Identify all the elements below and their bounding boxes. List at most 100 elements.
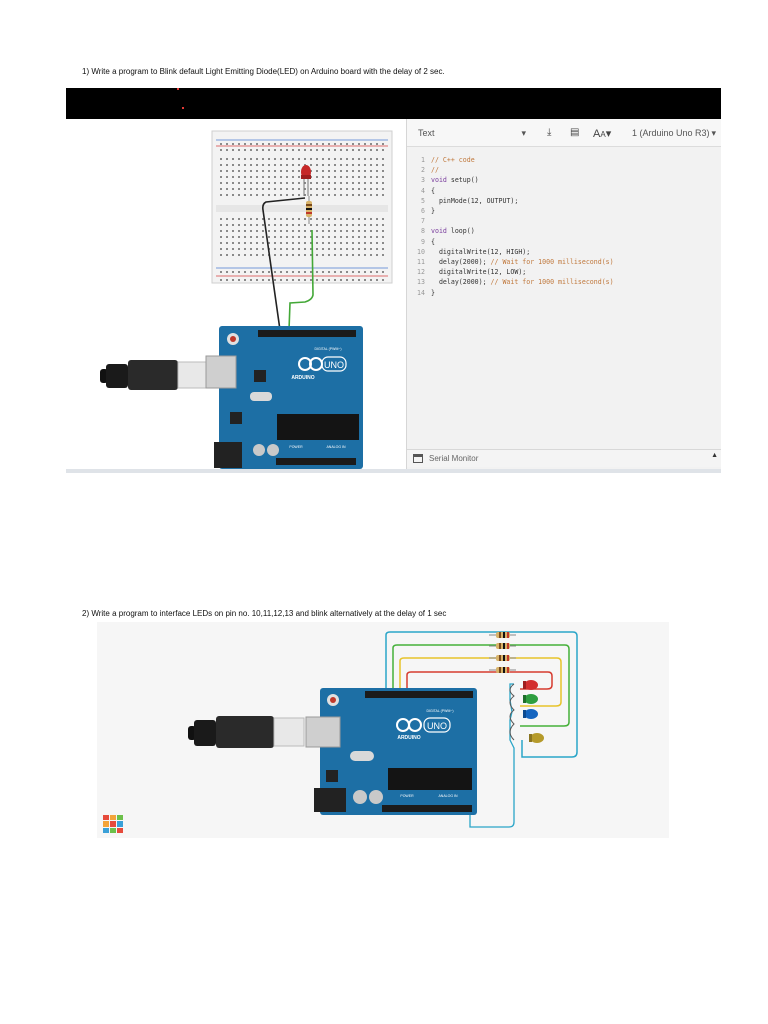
code-line[interactable]: 6} — [415, 206, 614, 216]
resistor[interactable] — [489, 632, 516, 638]
code-line[interactable]: 5 pinMode(12, OUTPUT); — [415, 196, 614, 206]
arduino-uno-board[interactable]: UNO ARDUINO DIGITAL (PWM~) POWER ANALOG … — [305, 688, 477, 815]
led-green[interactable] — [523, 694, 538, 704]
breadboard-hole — [328, 224, 330, 226]
led-blue[interactable] — [523, 709, 538, 719]
wire-green[interactable] — [392, 644, 570, 727]
breadboard-hole — [262, 164, 264, 166]
breadboard-hole — [256, 194, 258, 196]
breadboard-hole — [316, 236, 318, 238]
code-line[interactable]: 14} — [415, 288, 614, 298]
code-line[interactable]: 7 — [415, 216, 614, 226]
code-line[interactable]: 13 delay(2000); // Wait for 1000 millise… — [415, 277, 614, 287]
code-mode-select[interactable]: Text ▾ — [412, 124, 532, 142]
board-select[interactable]: 1 (Arduino Uno R3) ▾ — [626, 124, 721, 142]
breadboard-hole — [376, 170, 378, 172]
breadboard-hole — [220, 218, 222, 220]
breadboard-hole — [328, 143, 330, 145]
breadboard-hole — [244, 188, 246, 190]
resistor[interactable] — [489, 643, 516, 649]
font-size-icon[interactable]: AA▾ — [593, 128, 612, 140]
breadboard-hole — [274, 271, 276, 273]
serial-monitor-bar[interactable]: Serial Monitor ▲ — [407, 449, 721, 467]
breadboard-hole — [376, 143, 378, 145]
breadboard-hole — [328, 279, 330, 281]
breadboard-hole — [328, 164, 330, 166]
breadboard-hole — [376, 149, 378, 151]
led-yellow[interactable] — [529, 733, 544, 743]
breadboard-hole — [262, 218, 264, 220]
breadboard-hole — [220, 279, 222, 281]
chevron-up-icon[interactable]: ▲ — [711, 452, 718, 459]
breadboard-hole — [292, 143, 294, 145]
wire-cyan[interactable] — [385, 631, 578, 758]
breadboard-hole — [340, 182, 342, 184]
breadboard-hole — [340, 224, 342, 226]
wire-green[interactable] — [288, 229, 314, 331]
code-token: digitalWrite(12, HIGH); — [431, 247, 531, 256]
code-line[interactable]: 4{ — [415, 186, 614, 196]
breadboard-hole — [370, 149, 372, 151]
code-line[interactable]: 2// — [415, 165, 614, 175]
breadboard-hole — [370, 158, 372, 160]
breadboard-hole — [286, 158, 288, 160]
breadboard-hole — [346, 248, 348, 250]
breadboard-hole — [238, 254, 240, 256]
breadboard-hole — [256, 271, 258, 273]
breadboard-hole — [310, 230, 312, 232]
breadboard-hole — [304, 279, 306, 281]
breadboard-hole — [340, 279, 342, 281]
breadboard-hole — [250, 279, 252, 281]
breadboard[interactable] — [211, 130, 393, 284]
code-mode-label: Text — [418, 128, 435, 138]
breadboard-hole — [244, 248, 246, 250]
resistor[interactable] — [306, 196, 312, 224]
breadboard-hole — [352, 248, 354, 250]
breadboard-hole — [364, 236, 366, 238]
breadboard-hole — [358, 188, 360, 190]
breadboard-hole — [268, 158, 270, 160]
breadboard-hole — [304, 158, 306, 160]
resistor[interactable] — [489, 667, 516, 673]
breadboard-hole — [322, 182, 324, 184]
code-line[interactable]: 1// C++ code — [415, 155, 614, 165]
breadboard-hole — [232, 254, 234, 256]
resistor[interactable] — [489, 655, 516, 661]
breadboard-hole — [280, 164, 282, 166]
breadboard-hole — [286, 279, 288, 281]
wire-black[interactable] — [262, 197, 306, 331]
breadboard-hole — [382, 143, 384, 145]
wire-yellow[interactable] — [399, 657, 562, 707]
code-line[interactable]: 9{ — [415, 237, 614, 247]
breadboard-hole — [244, 176, 246, 178]
wire-red[interactable] — [406, 671, 553, 691]
code-token: void — [431, 227, 447, 236]
breadboard-hole — [340, 176, 342, 178]
code-line[interactable]: 11 delay(2000); // Wait for 1000 millise… — [415, 257, 614, 267]
led-red[interactable] — [523, 680, 538, 690]
breadboard-hole — [334, 242, 336, 244]
breadboard-hole — [298, 242, 300, 244]
breadboard-hole — [322, 164, 324, 166]
breadboard-hole — [322, 254, 324, 256]
arduino-uno-board[interactable]: UNO ARDUINO DIGITAL (PWM~) POWER ANALOG … — [205, 326, 363, 469]
breadboard-hole — [280, 230, 282, 232]
line-number: 9 — [421, 237, 425, 246]
wire-ground[interactable] — [469, 683, 515, 828]
breadboard-hole — [286, 248, 288, 250]
breadboard-hole — [220, 271, 222, 273]
code-line[interactable]: 12 digitalWrite(12, LOW); — [415, 267, 614, 277]
breadboard-hole — [250, 194, 252, 196]
breadboard-hole — [346, 254, 348, 256]
code-line[interactable]: 10 digitalWrite(12, HIGH); — [415, 247, 614, 257]
breadboard-hole — [232, 143, 234, 145]
print-icon[interactable]: ▤ — [570, 127, 580, 138]
breadboard-hole — [364, 158, 366, 160]
breadboard-hole — [280, 182, 282, 184]
breadboard-hole — [364, 279, 366, 281]
download-icon[interactable]: ⤓ — [547, 127, 552, 138]
led-red[interactable] — [301, 165, 311, 196]
